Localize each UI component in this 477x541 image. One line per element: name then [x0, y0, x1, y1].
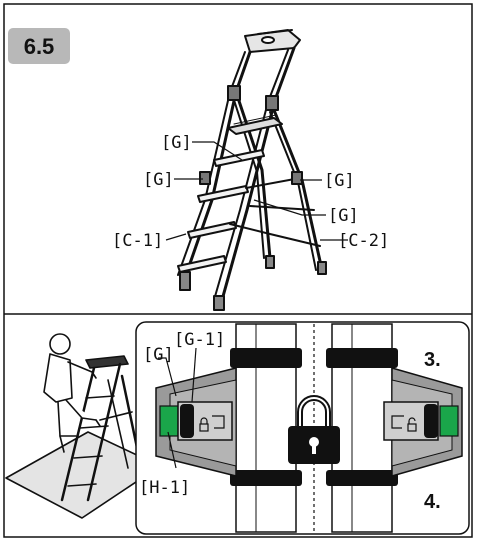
detail-leader-lines [158, 347, 197, 469]
person-on-ladder-illustration [5, 333, 161, 519]
label-g-lower: [G] [328, 206, 359, 226]
step-3-label: 3. [424, 349, 441, 371]
label-g-right: [G] [324, 171, 355, 191]
padlock-icon [288, 395, 340, 464]
right-collar-bottom [326, 470, 398, 486]
section-number: 6.5 [24, 34, 55, 59]
ladder-leader-lines [165, 141, 348, 241]
label-detail-g1: [G-1] [174, 330, 225, 350]
outer-frame [3, 3, 473, 538]
label-g-left: [G] [143, 170, 174, 190]
label-detail-h1: [H-1] [139, 478, 190, 498]
step-4-label: 4. [424, 491, 441, 513]
label-c2: [C-2] [338, 231, 389, 251]
lock-detail-panel [135, 321, 470, 535]
right-green-indicator [439, 405, 459, 437]
left-green-indicator [159, 405, 179, 437]
left-collar-top [230, 348, 302, 368]
section-badge: 6.5 [8, 28, 70, 64]
label-g-step-upper: [G] [161, 133, 192, 153]
lock-icon [199, 415, 225, 432]
unlock-icon [391, 415, 417, 432]
left-collar-bottom [230, 470, 302, 486]
ladder-illustration [177, 29, 327, 311]
label-detail-g: [G] [143, 345, 174, 365]
right-collar-top [326, 348, 398, 368]
label-c1: [C-1] [112, 231, 163, 251]
